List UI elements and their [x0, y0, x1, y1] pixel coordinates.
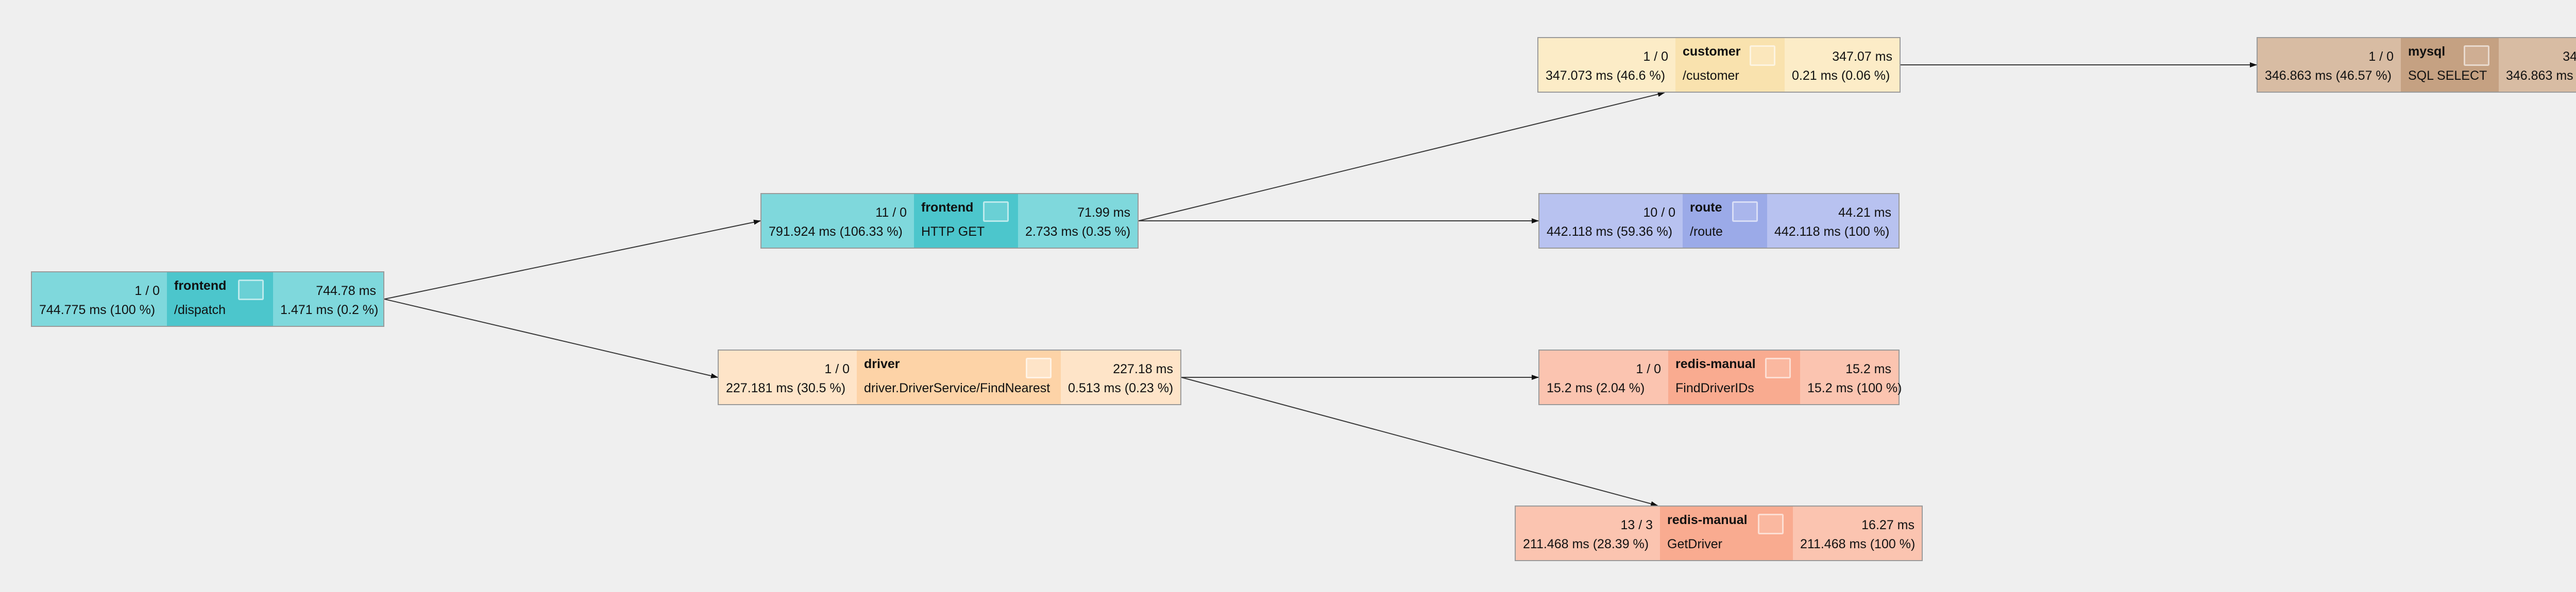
collapse-toggle-icon[interactable]: [1732, 201, 1758, 222]
self-time: 71.99 ms: [1077, 205, 1130, 220]
collapse-toggle-icon[interactable]: [2464, 45, 2489, 66]
service-node-driver-3[interactable]: 1 / 0 227.181 ms (30.5 %) driver driver.Dri…: [718, 350, 1181, 405]
service-name: frontend: [921, 200, 974, 215]
self-time: 44.21 ms: [1838, 205, 1891, 220]
service-name: mysql: [2408, 44, 2446, 59]
operation-name: driver.DriverService/FindNearest: [864, 381, 1050, 395]
total-time: 442.118 ms (59.36 %): [1547, 224, 1673, 239]
collapse-toggle-icon[interactable]: [238, 280, 264, 300]
node-left-panel: 10 / 0 442.118 ms (59.36 %): [1539, 194, 1683, 248]
node-middle-panel: customer/customer: [1675, 38, 1785, 92]
collapse-toggle-icon[interactable]: [1026, 358, 1052, 378]
collapse-toggle-icon[interactable]: [1765, 358, 1791, 378]
collapse-toggle-icon[interactable]: [983, 201, 1009, 222]
collapse-toggle-icon[interactable]: [1750, 45, 1775, 66]
node-right-panel: 227.18 ms 0.513 ms (0.23 %): [1061, 351, 1180, 404]
edge-n1-to-n2: [384, 219, 761, 300]
node-right-panel: 744.78 ms 1.471 ms (0.2 %): [273, 272, 383, 326]
operation-name: /dispatch: [174, 303, 226, 317]
collapse-toggle-icon[interactable]: [1758, 514, 1784, 534]
call-count: 1 / 0: [134, 284, 160, 298]
call-count: 11 / 0: [875, 205, 907, 220]
node-middle-panel: driver driver.DriverService/FindNearest: [857, 351, 1061, 404]
call-count: 1 / 0: [1643, 49, 1668, 64]
total-time: 744.775 ms (100 %): [39, 303, 156, 317]
operation-name: GetDriver: [1667, 537, 1722, 551]
operation-name: FindDriverIDs: [1675, 381, 1754, 395]
node-left-panel: 1 / 0 744.775 ms (100 %): [32, 272, 167, 326]
self-time: 16.27 ms: [1861, 518, 1914, 532]
service-name: frontend: [174, 278, 227, 293]
node-left-panel: 1 / 0 227.181 ms (30.5 %): [719, 351, 857, 404]
self-time: 227.18 ms: [1113, 362, 1173, 376]
self-time: 15.2 ms: [1845, 362, 1891, 376]
self-time: 346.86 ms: [2563, 49, 2576, 64]
call-count: 13 / 3: [1620, 518, 1653, 532]
self-time-detail: 346.863 ms (100 %): [2506, 68, 2576, 83]
node-right-panel: 44.21 ms 442.118 ms (100 %): [1767, 194, 1899, 248]
self-time-detail: 211.468 ms (100 %): [1800, 537, 1916, 551]
call-count: 1 / 0: [2368, 49, 2394, 64]
total-time: 791.924 ms (106.33 %): [769, 224, 903, 239]
node-left-panel: 1 / 0 347.073 ms (46.6 %): [1538, 38, 1675, 92]
self-time: 347.07 ms: [1832, 49, 1892, 64]
node-left-panel: 11 / 0 791.924 ms (106.33 %): [761, 194, 914, 248]
self-time-detail: 0.21 ms (0.06 %): [1792, 68, 1890, 83]
node-left-panel: 1 / 0 15.2 ms (2.04 %): [1539, 351, 1668, 404]
total-time: 211.468 ms (28.39 %): [1523, 537, 1649, 551]
service-name: driver: [864, 357, 900, 371]
total-time: 227.181 ms (30.5 %): [726, 381, 846, 395]
total-time: 347.073 ms (46.6 %): [1546, 68, 1666, 83]
total-time: 346.863 ms (46.57 %): [2265, 68, 2392, 83]
self-time-detail: 0.513 ms (0.23 %): [1068, 381, 1174, 395]
operation-name: HTTP GET: [921, 224, 985, 239]
service-name: route: [1690, 200, 1722, 215]
operation-name: SQL SELECT: [2408, 68, 2487, 83]
service-node-customer-4[interactable]: 1 / 0 347.073 ms (46.6 %) customer/custome…: [1537, 37, 1901, 93]
self-time-detail: 15.2 ms (100 %): [1807, 381, 1902, 395]
self-time-detail: 442.118 ms (100 %): [1774, 224, 1890, 239]
operation-name: /customer: [1683, 68, 1739, 83]
node-right-panel: 71.99 ms 2.733 ms (0.35 %): [1018, 194, 1138, 248]
node-right-panel: 346.86 ms 346.863 ms (100 %): [2499, 38, 2576, 92]
node-right-panel: 15.2 ms 15.2 ms (100 %): [1800, 351, 1902, 404]
call-count: 10 / 0: [1643, 205, 1675, 220]
node-left-panel: 1 / 0 346.863 ms (46.57 %): [2258, 38, 2401, 92]
edge-n1-to-n3: [384, 299, 718, 378]
node-left-panel: 13 / 3 211.468 ms (28.39 %): [1516, 507, 1660, 560]
call-count: 1 / 0: [1636, 362, 1661, 376]
self-time-detail: 1.471 ms (0.2 %): [280, 303, 379, 317]
node-middle-panel: route/route: [1683, 194, 1767, 248]
node-right-panel: 16.27 ms 211.468 ms (100 %): [1793, 507, 1922, 560]
total-time: 15.2 ms (2.04 %): [1547, 381, 1645, 395]
self-time-detail: 2.733 ms (0.35 %): [1025, 224, 1131, 239]
call-count: 1 / 0: [824, 362, 850, 376]
node-middle-panel: frontend/dispatch: [167, 272, 273, 326]
service-name: redis-manual: [1675, 357, 1756, 371]
service-name: customer: [1683, 44, 1741, 59]
self-time: 744.78 ms: [316, 284, 376, 298]
node-right-panel: 347.07 ms 0.21 ms (0.06 %): [1785, 38, 1900, 92]
service-name: redis-manual: [1667, 513, 1748, 527]
operation-name: /route: [1690, 224, 1723, 239]
service-node-frontend-1[interactable]: 1 / 0 744.775 ms (100 %) frontend/dispatch…: [31, 271, 384, 327]
